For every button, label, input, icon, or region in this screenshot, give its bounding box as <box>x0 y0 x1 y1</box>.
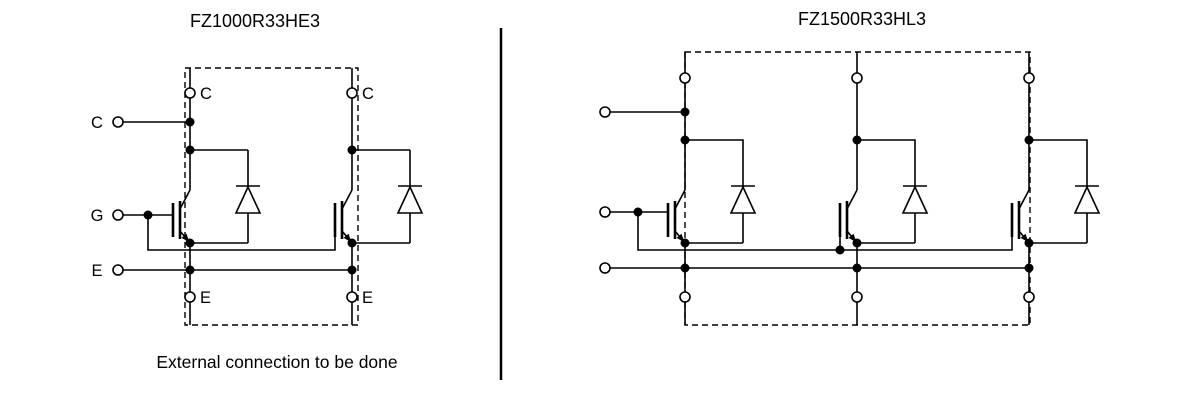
junction-dot <box>1024 238 1034 248</box>
right-external-connections <box>599 106 1029 274</box>
collector-terminal-circle <box>679 72 691 84</box>
emitter-terminal-circle <box>1023 291 1035 303</box>
right-igbt-cell-1 <box>666 52 756 325</box>
junction-dot <box>1024 135 1034 145</box>
junction-dot <box>852 238 862 248</box>
external-gate-label: G <box>91 207 104 225</box>
right-igbt-cell-3 <box>1010 52 1100 325</box>
emitter-2-label: E <box>362 289 373 307</box>
left-module-outline <box>184 67 359 326</box>
external-collector-terminal <box>599 106 611 118</box>
diode-symbol <box>902 149 928 244</box>
diode-branch-wiring <box>685 139 744 244</box>
right-module-diagram: FZ1500R33HL3 <box>599 9 1100 326</box>
external-emitter-terminal <box>599 262 611 274</box>
right-diagram-title: FZ1500R33HL3 <box>798 9 926 29</box>
diode-branch-wiring <box>352 149 410 244</box>
diode-branch-wiring <box>1029 139 1088 244</box>
external-emitter-label: E <box>91 262 102 280</box>
left-module-diagram: FZ1000R33HE3 C <box>91 11 423 372</box>
collector-2-label: C <box>362 85 374 103</box>
left-igbt-cell-1 <box>171 68 261 325</box>
diode-symbol <box>397 149 423 244</box>
left-external-connections: C G E <box>91 114 352 280</box>
collector-terminal-circle <box>1023 72 1035 84</box>
junction-dot <box>680 238 690 248</box>
junction-dot <box>185 145 195 155</box>
external-collector-terminal <box>112 116 124 128</box>
junction-dot <box>185 238 195 248</box>
igbt-symbol <box>171 188 192 245</box>
junction-dot <box>347 145 357 155</box>
igbt-symbol <box>333 188 354 245</box>
external-collector-label: C <box>91 114 103 132</box>
diode-symbol <box>730 149 756 244</box>
gate-bus-wire <box>637 212 1013 251</box>
emitter-terminal-circle <box>184 291 196 303</box>
emitter-terminal-circle <box>679 291 691 303</box>
diode-branch-wiring <box>190 149 248 244</box>
igbt-symbol <box>1010 188 1031 245</box>
collector-terminal-circle <box>184 87 196 99</box>
gate-bus-wire <box>147 215 336 251</box>
junction-dot <box>680 135 690 145</box>
collector-terminal-circle <box>346 87 358 99</box>
emitter-terminal-circle <box>346 291 358 303</box>
junction-dot <box>852 135 862 145</box>
igbt-symbol <box>838 188 859 245</box>
diode-symbol <box>1074 149 1100 244</box>
diode-branch-wiring <box>857 139 916 244</box>
igbt-symbol <box>666 188 687 245</box>
emitter-1-label: E <box>200 289 211 307</box>
junction-dot <box>835 245 845 255</box>
left-diagram-caption: External connection to be done <box>156 352 397 372</box>
left-igbt-cell-2 <box>333 68 423 325</box>
junction-dot <box>347 238 357 248</box>
collector-terminal-circle <box>851 72 863 84</box>
external-emitter-terminal <box>112 264 124 276</box>
emitter-terminal-circle <box>851 291 863 303</box>
external-gate-terminal <box>112 209 124 221</box>
right-igbt-cell-2 <box>838 52 928 325</box>
diode-symbol <box>235 149 261 244</box>
external-gate-terminal <box>599 206 611 218</box>
collector-1-label: C <box>200 85 212 103</box>
left-diagram-title: FZ1000R33HE3 <box>190 11 320 31</box>
